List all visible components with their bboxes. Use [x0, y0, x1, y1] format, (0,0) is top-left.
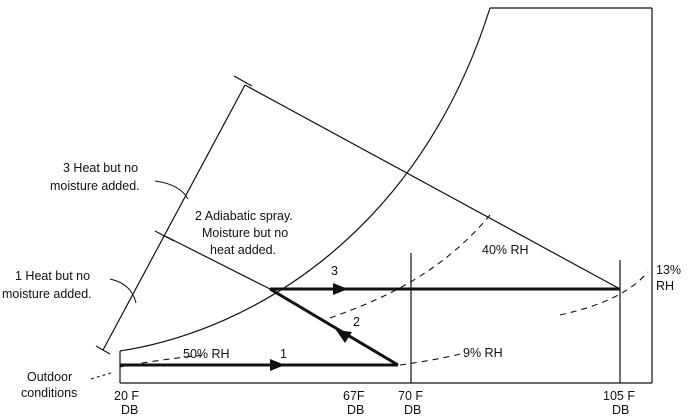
axis-70f-line2: DB — [404, 403, 421, 417]
saturation-curve — [119, 7, 491, 352]
process-path-2 — [269, 287, 399, 367]
enthalpy-tick-3 — [233, 75, 253, 87]
step2-label-line3: heat added. — [210, 243, 276, 257]
axis-20f-line1: 20 F — [114, 389, 139, 403]
axis-67f-line2: DB — [347, 403, 364, 417]
axis-67f-line1: 67F — [343, 389, 365, 403]
process-arrow-2 — [336, 330, 352, 343]
axis-105f-line1: 105 F — [603, 389, 635, 403]
rh-curve-9 — [399, 353, 461, 366]
rh-curve-13 — [559, 271, 649, 316]
axis-105f-line2: DB — [612, 403, 629, 417]
rh13-label-line1: 13% — [656, 263, 681, 277]
outdoor-label-line1: Outdoor — [27, 370, 72, 384]
outdoor-label-line2: conditions — [21, 386, 77, 400]
leader-step3 — [154, 180, 189, 200]
rh50-label: 50% RH — [183, 347, 230, 361]
path-number-2: 2 — [353, 315, 360, 329]
process-arrow-3 — [333, 283, 348, 295]
step1-label-line2: moisture added. — [2, 287, 92, 301]
leader-step1 — [109, 278, 137, 304]
rh9-label: 9% RH — [463, 346, 503, 360]
enthalpy-line-lower — [164, 235, 271, 290]
enthalpy-line-upper — [244, 84, 621, 290]
rh13-label-line2: RH — [656, 279, 674, 293]
process-arrow-1 — [270, 359, 285, 371]
enthalpy-tick-1 — [95, 345, 111, 355]
step2-label-line2: Moisture but no — [202, 226, 288, 240]
step3-label-line2: moisture added. — [50, 179, 140, 193]
path-number-3: 3 — [331, 264, 338, 278]
path-number-1: 1 — [280, 347, 287, 361]
rh40-label: 40% RH — [482, 243, 529, 257]
step3-label-line1: 3 Heat but no — [63, 161, 138, 175]
leader-outdoor — [90, 371, 115, 380]
step1-label-line1: 1 Heat but no — [15, 269, 90, 283]
step2-label-line1: 2 Adiabatic spray. — [195, 209, 293, 223]
enthalpy-scale-line — [102, 84, 246, 351]
rh-curve-40 — [329, 214, 491, 319]
axis-20f-line2: DB — [121, 403, 138, 417]
axis-70f-line1: 70 F — [398, 389, 423, 403]
